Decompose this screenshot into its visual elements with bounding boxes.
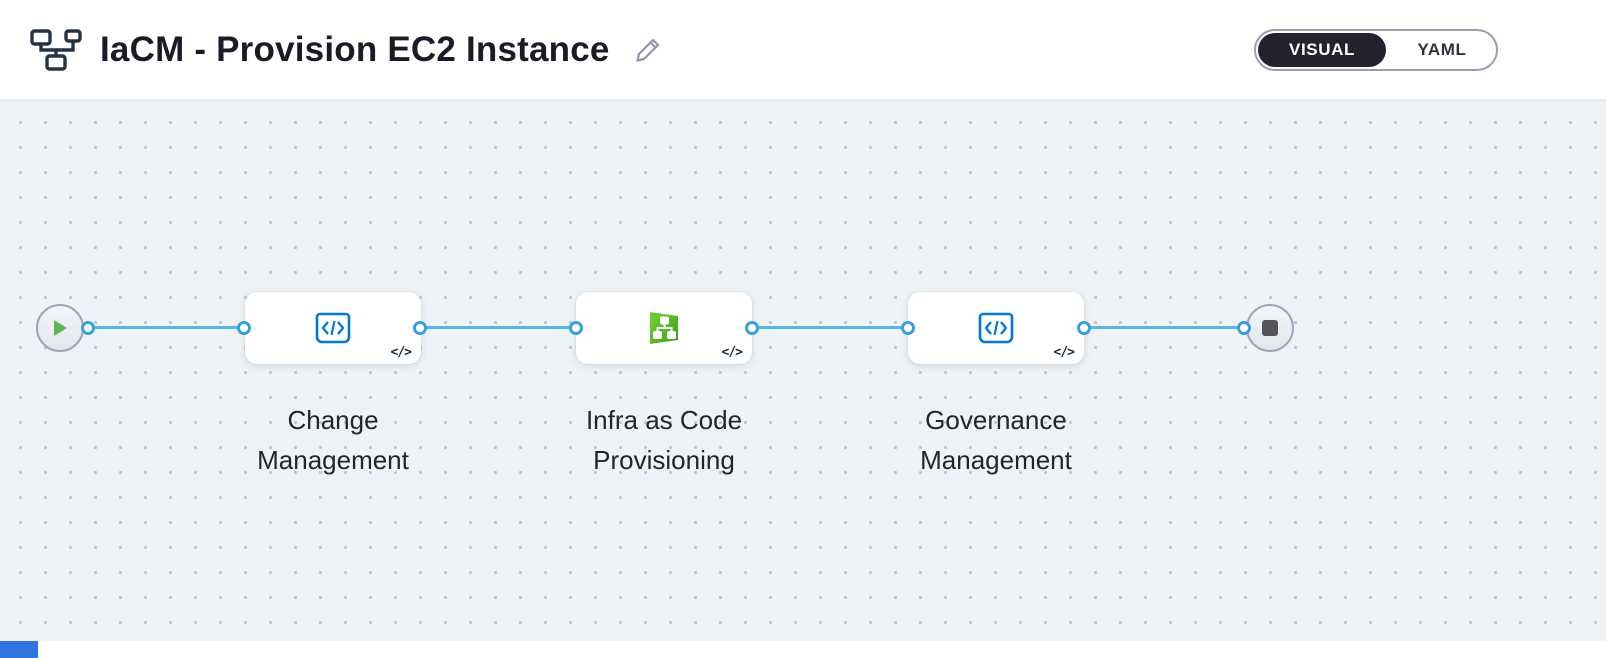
link-point[interactable] [81, 321, 95, 335]
pipeline-canvas[interactable]: </> Change Management </> Infra as Code … [0, 100, 1606, 658]
connector-line [752, 326, 908, 329]
stage-node-change-management[interactable]: </> [245, 292, 421, 364]
pipeline-graph-icon [30, 28, 82, 71]
stage-node-governance-management[interactable]: </> [908, 292, 1084, 364]
link-point[interactable] [1237, 321, 1251, 335]
play-icon [54, 320, 67, 336]
connector-line [420, 326, 576, 329]
code-step-badge: </> [721, 345, 744, 360]
toggle-yaml[interactable]: YAML [1417, 40, 1467, 59]
link-point[interactable] [1077, 321, 1091, 335]
start-node[interactable] [36, 304, 84, 352]
stop-icon [1262, 320, 1278, 336]
code-plugin-stage-icon [978, 312, 1014, 344]
toggle-visual[interactable]: VISUAL [1258, 33, 1386, 67]
stage-label: Infra as Code Provisioning [585, 405, 743, 475]
infra-provisioning-stage-icon [650, 312, 678, 344]
code-step-badge: </> [390, 345, 413, 360]
connector-line [88, 326, 244, 329]
code-plugin-stage-icon [315, 312, 351, 344]
link-point[interactable] [237, 321, 251, 335]
connector-line [1084, 326, 1250, 329]
footer-strip [0, 641, 1606, 658]
link-point[interactable] [745, 321, 759, 335]
footer-accent [0, 641, 38, 658]
stage-node-infra-as-code-provisioning[interactable]: </> [576, 292, 752, 364]
link-point[interactable] [413, 321, 427, 335]
end-node[interactable] [1246, 304, 1294, 352]
page-title: IaCM - Provision EC2 Instance [100, 29, 610, 69]
stage-label: Change Management [257, 405, 409, 475]
stage-label: Governance Management [920, 405, 1072, 475]
link-point[interactable] [569, 321, 583, 335]
code-step-badge: </> [1053, 345, 1076, 360]
link-point[interactable] [901, 321, 915, 335]
edit-pencil-icon[interactable] [628, 30, 668, 70]
view-mode-toggle: VISUAL YAML [1254, 29, 1498, 71]
page-header: IaCM - Provision EC2 Instance VISUAL YAM… [0, 0, 1606, 100]
